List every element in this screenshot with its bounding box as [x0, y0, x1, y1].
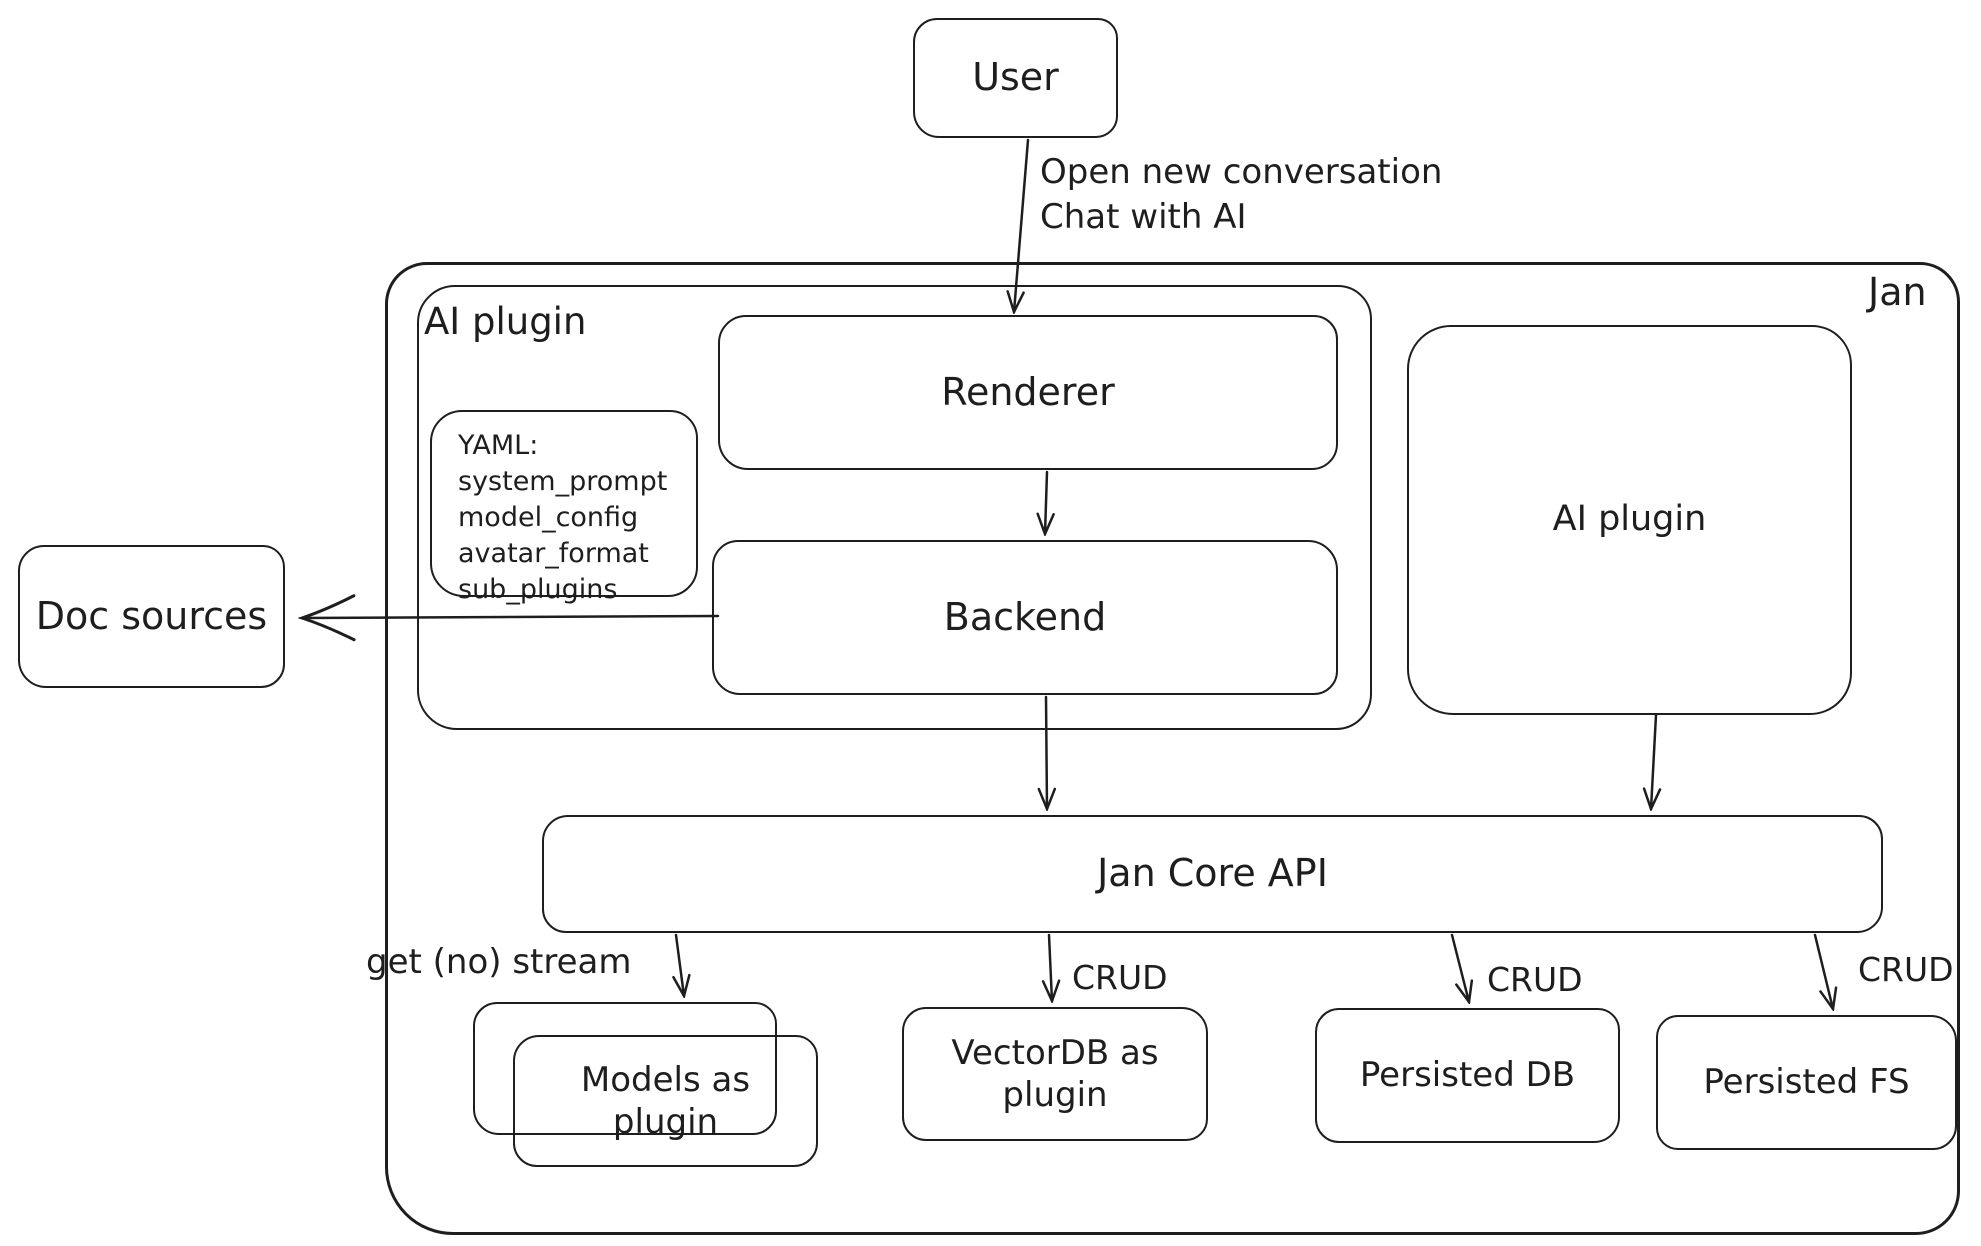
- jan-container-label: Jan: [1868, 270, 1927, 314]
- node-renderer: Renderer: [718, 315, 1338, 470]
- edge-label-crud-persisted-db: CRUD: [1487, 960, 1583, 999]
- node-models-plugin: Models as plugin: [513, 1035, 818, 1167]
- node-persisted-fs-label: Persisted FS: [1703, 1062, 1910, 1103]
- node-vectordb-plugin-label: VectorDB as plugin: [951, 1032, 1159, 1116]
- node-user: User: [913, 18, 1118, 138]
- node-persisted-db: Persisted DB: [1315, 1008, 1620, 1143]
- edge-label-get-no-stream: get (no) stream: [366, 942, 632, 982]
- edge-label-user-flow-line2: Chat with AI: [1040, 197, 1247, 237]
- edge-label-crud-vectordb: CRUD: [1072, 958, 1168, 997]
- ai-plugin-group: [417, 285, 1372, 730]
- node-persisted-db-label: Persisted DB: [1359, 1055, 1576, 1096]
- node-renderer-label: Renderer: [941, 369, 1115, 414]
- yaml-note: YAML: system_prompt model_config avatar_…: [430, 410, 698, 605]
- node-persisted-fs: Persisted FS: [1656, 1015, 1957, 1150]
- node-backend-label: Backend: [943, 594, 1107, 639]
- node-user-label: User: [972, 55, 1059, 100]
- yaml-note-line: avatar_format: [458, 538, 649, 569]
- node-ai-plugin: AI plugin: [1407, 325, 1852, 715]
- node-backend: Backend: [712, 540, 1338, 695]
- node-vectordb-plugin: VectorDB as plugin: [902, 1007, 1208, 1141]
- edge-label-user-flow-line1: Open new conversation: [1040, 152, 1443, 192]
- node-doc-sources-label: Doc sources: [35, 593, 268, 638]
- node-jan-core-api: Jan Core API: [542, 815, 1883, 933]
- edge-label-crud-persisted-fs: CRUD: [1858, 950, 1954, 989]
- ai-plugin-group-label: AI plugin: [424, 300, 587, 343]
- yaml-note-line: model_config: [458, 502, 639, 533]
- yaml-note-line: system_prompt: [458, 466, 668, 497]
- node-jan-core-api-label: Jan Core API: [1097, 851, 1328, 896]
- edge-label-user-flow: Open new conversation Chat with AI: [1040, 150, 1442, 240]
- node-models-plugin-label: Models as plugin: [580, 1059, 751, 1143]
- node-doc-sources: Doc sources: [18, 545, 285, 688]
- yaml-note-line: YAML:: [458, 430, 539, 461]
- jan-container: [385, 262, 1960, 1235]
- node-models-plugin-back: [473, 1002, 777, 1135]
- node-ai-plugin-label: AI plugin: [1552, 499, 1707, 540]
- yaml-note-line: sub_plugins: [458, 574, 618, 605]
